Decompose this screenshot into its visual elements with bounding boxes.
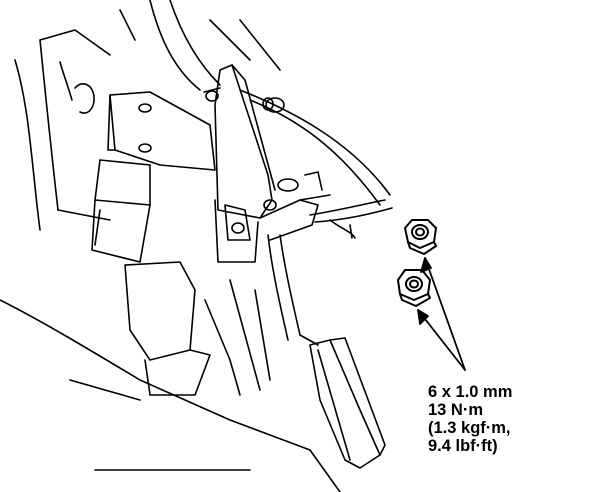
- torque-lbfft-text: 9.4 lbf·ft): [428, 437, 498, 455]
- mounting-stud: [203, 87, 285, 234]
- brake-pedal-bracket: [91, 91, 271, 396]
- leader-arrows: [417, 257, 466, 371]
- pedal-mount-bracket: [214, 64, 393, 263]
- accelerator-pedal: [267, 234, 386, 469]
- torque-kgfm-text: (1.3 kgf·m,: [428, 419, 511, 437]
- flange-nut-lower: [397, 269, 431, 307]
- fastener-size-text: 6 x 1.0 mm: [428, 383, 513, 401]
- arrowhead-upper: [420, 257, 432, 273]
- flange-nut-upper: [404, 219, 437, 255]
- body-panel: [0, 0, 341, 492]
- arrowhead-lower: [417, 309, 429, 325]
- torque-nm-text: 13 N·m: [428, 401, 484, 419]
- torque-spec-label: 6 x 1.0 mm 13 N·m (1.3 kgf·m, 9.4 lbf·ft…: [428, 383, 512, 455]
